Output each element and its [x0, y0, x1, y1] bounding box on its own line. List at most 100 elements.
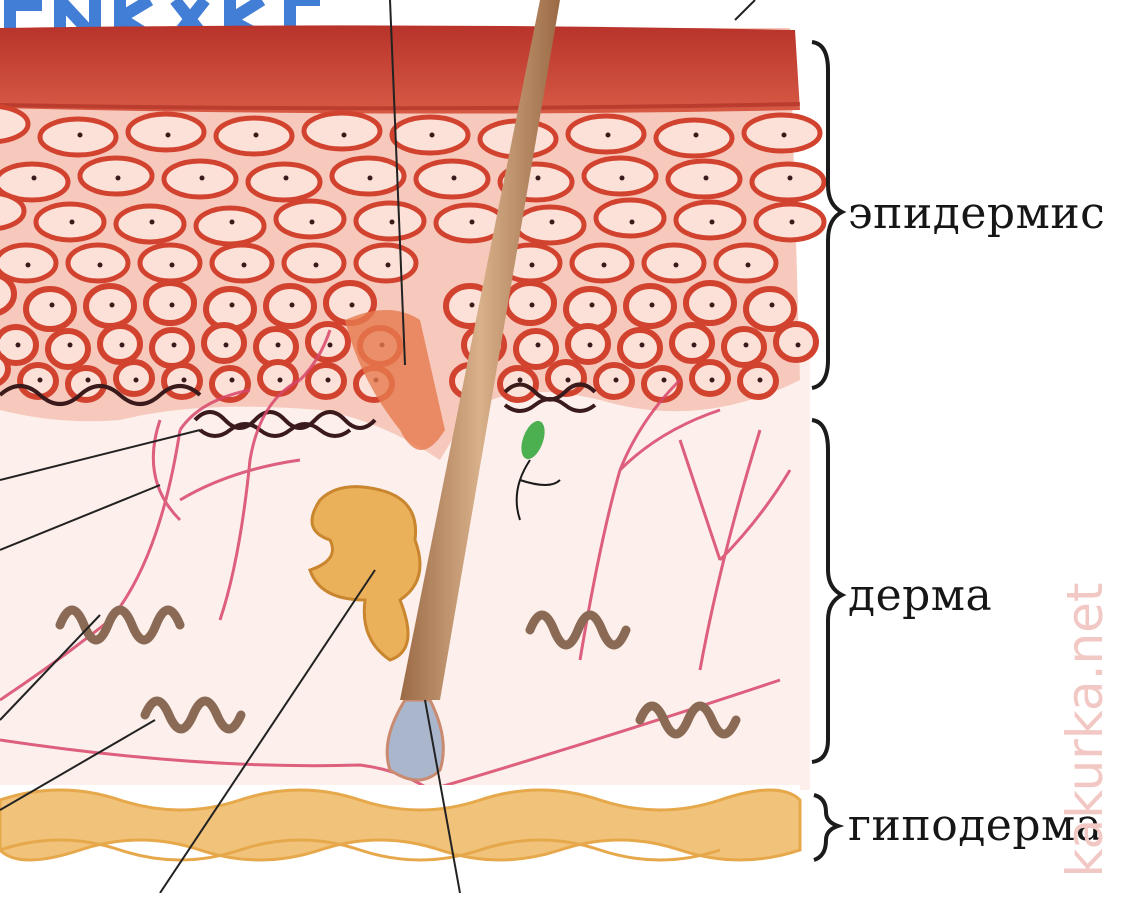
cell-nucleus	[744, 343, 749, 348]
cell-nucleus	[230, 378, 235, 383]
cell-nucleus	[704, 176, 709, 181]
cell-nucleus	[70, 220, 75, 225]
epidermal-cell	[686, 283, 734, 323]
cell-nucleus	[710, 378, 715, 383]
cell-nucleus	[242, 263, 247, 268]
cell-nucleus	[788, 176, 793, 181]
cell-nucleus	[98, 263, 103, 268]
cell-nucleus	[150, 220, 155, 225]
epidermal-cell	[308, 324, 348, 360]
cell-nucleus	[790, 220, 795, 225]
cell-nucleus	[328, 343, 333, 348]
epidermal-cell	[566, 289, 614, 329]
epidermal-cell	[140, 245, 200, 281]
cell-nucleus	[120, 343, 125, 348]
cell-nucleus	[662, 378, 667, 383]
cell-nucleus	[796, 343, 801, 348]
cell-nucleus	[276, 343, 281, 348]
epidermal-cell	[516, 207, 584, 243]
epidermal-cell	[716, 245, 776, 281]
epidermal-cell	[724, 329, 764, 365]
cell-nucleus	[770, 303, 775, 308]
epidermal-cell	[620, 330, 660, 366]
epidermal-cell	[596, 200, 664, 236]
epidermal-cell	[204, 325, 244, 361]
cell-nucleus	[566, 378, 571, 383]
cell-nucleus	[326, 378, 331, 383]
cell-nucleus	[172, 343, 177, 348]
epidermis-label: эпидермис	[848, 188, 1105, 239]
epidermal-cell	[676, 202, 744, 238]
cell-nucleus	[342, 133, 347, 138]
epidermal-cell	[692, 362, 728, 394]
epidermal-cell	[80, 158, 152, 194]
epidermal-cell	[744, 115, 820, 151]
epidermal-cell	[332, 158, 404, 194]
cell-nucleus	[368, 176, 373, 181]
epidermal-cell	[196, 208, 264, 244]
cell-nucleus	[674, 263, 679, 268]
cell-nucleus	[386, 263, 391, 268]
epidermal-cell	[776, 324, 816, 360]
watermark: kakurka.net	[1040, 560, 1122, 900]
cell-nucleus	[284, 176, 289, 181]
cell-nucleus	[550, 220, 555, 225]
cell-nucleus	[518, 378, 523, 383]
cell-nucleus	[16, 343, 21, 348]
epidermal-cell	[304, 113, 380, 149]
cell-nucleus	[614, 378, 619, 383]
cell-nucleus	[640, 343, 645, 348]
epidermal-cell	[116, 206, 184, 242]
epidermal-cell	[516, 331, 556, 367]
cell-nucleus	[530, 263, 535, 268]
epidermal-cell	[672, 325, 712, 361]
epidermal-cell	[68, 245, 128, 281]
epidermal-cell	[656, 120, 732, 156]
epidermal-cell	[506, 283, 554, 323]
cell-nucleus	[620, 176, 625, 181]
cell-nucleus	[430, 133, 435, 138]
cell-nucleus	[470, 303, 475, 308]
cell-nucleus	[290, 303, 295, 308]
cell-nucleus	[200, 176, 205, 181]
cell-nucleus	[32, 176, 37, 181]
hypodermis-bracket	[814, 795, 838, 860]
cell-nucleus	[530, 303, 535, 308]
epidermal-cell	[284, 245, 344, 281]
cell-nucleus	[710, 303, 715, 308]
cell-nucleus	[782, 133, 787, 138]
cell-nucleus	[536, 343, 541, 348]
cell-nucleus	[50, 303, 55, 308]
cell-nucleus	[230, 220, 235, 225]
cell-nucleus	[170, 263, 175, 268]
cell-nucleus	[26, 263, 31, 268]
epidermal-cell	[276, 201, 344, 237]
cell-nucleus	[650, 303, 655, 308]
cell-nucleus	[170, 303, 175, 308]
epidermal-cell	[572, 245, 632, 281]
epidermal-cell	[116, 362, 152, 394]
epidermal-cell	[26, 289, 74, 329]
cell-nucleus	[692, 343, 697, 348]
cell-nucleus	[590, 303, 595, 308]
cell-nucleus	[68, 343, 73, 348]
epidermal-cell	[48, 331, 88, 367]
cell-nucleus	[746, 263, 751, 268]
cell-nucleus	[452, 176, 457, 181]
cell-nucleus	[470, 220, 475, 225]
cell-nucleus	[116, 176, 121, 181]
cell-nucleus	[78, 133, 83, 138]
cell-nucleus	[588, 343, 593, 348]
cell-nucleus	[182, 378, 187, 383]
epidermal-cell	[128, 114, 204, 150]
cell-nucleus	[230, 303, 235, 308]
cell-nucleus	[38, 378, 43, 383]
cell-nucleus	[350, 303, 355, 308]
cell-nucleus	[134, 378, 139, 383]
cell-nucleus	[758, 378, 763, 383]
cell-nucleus	[166, 133, 171, 138]
cell-nucleus	[254, 133, 259, 138]
epidermal-cell	[248, 164, 320, 200]
cell-nucleus	[310, 220, 315, 225]
